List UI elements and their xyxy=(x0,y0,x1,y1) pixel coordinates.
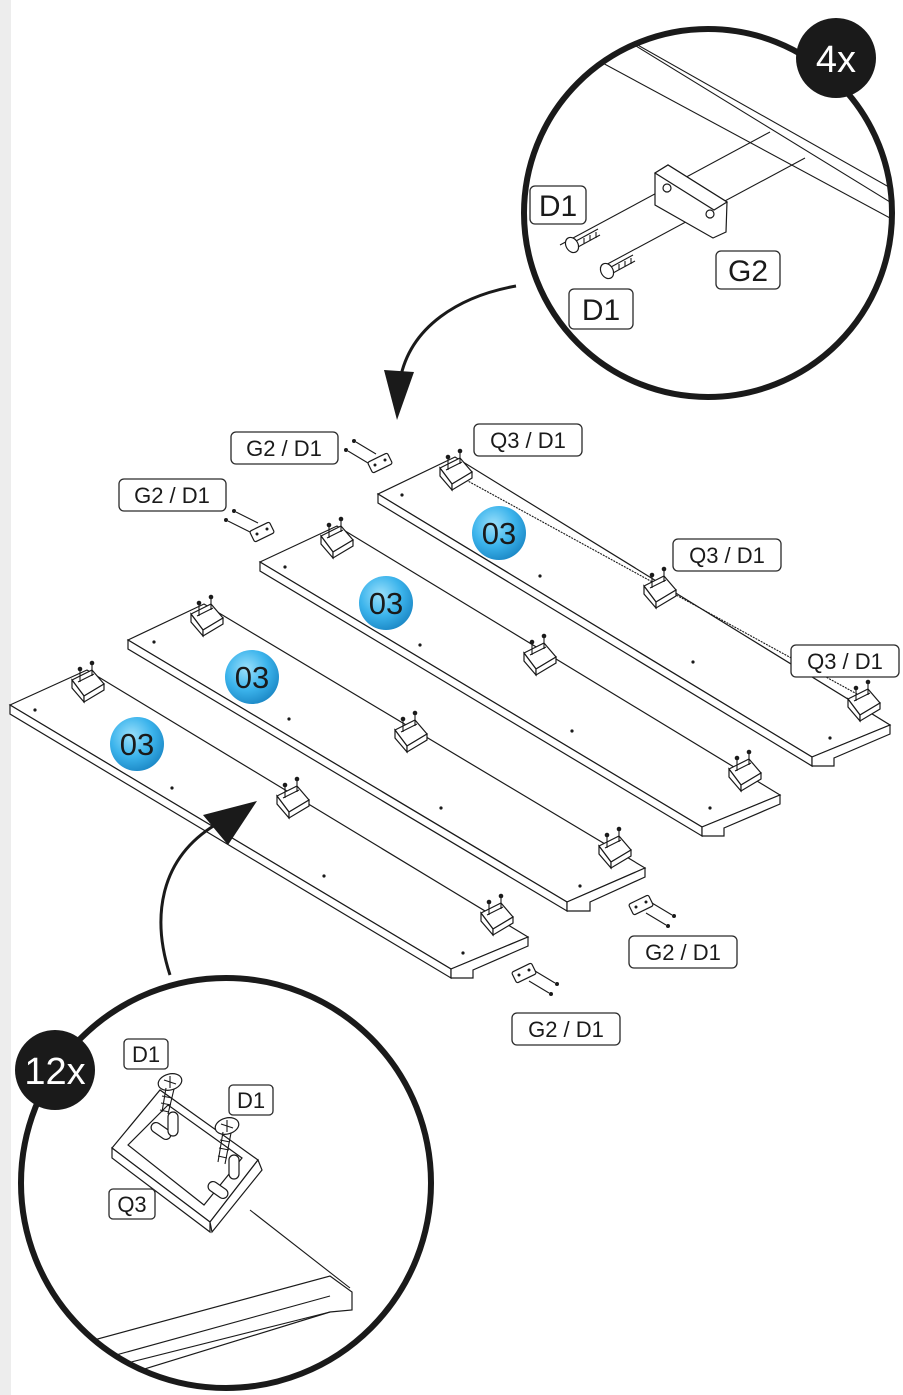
callout-g2-d1: G2 / D1 xyxy=(230,431,339,465)
connector-plate-icon xyxy=(510,962,559,996)
svg-text:Q3 / D1: Q3 / D1 xyxy=(490,428,566,453)
connector-plate-icon xyxy=(224,509,276,543)
zoom-detail-top: 4x D1 D1 G2 xyxy=(521,18,895,400)
callout-q3-d1: Q3 / D1 xyxy=(790,644,900,678)
panel-number-label: 03 xyxy=(235,660,269,695)
callout-q3-d1: Q3 / D1 xyxy=(473,423,583,457)
part-label-d1: D1 xyxy=(228,1084,274,1116)
arrow-icon xyxy=(159,801,257,976)
callout-g2-d1: G2 / D1 xyxy=(118,478,227,512)
panel-number-bubble: 03 xyxy=(225,650,279,704)
panel-number-bubble: 03 xyxy=(359,576,413,630)
callout-g2-d1: G2 / D1 xyxy=(511,1012,621,1046)
bracket-icon xyxy=(111,1089,263,1234)
part-label-d1: D1 xyxy=(529,185,587,225)
connector-plate-icon xyxy=(653,164,729,239)
svg-text:G2 / D1: G2 / D1 xyxy=(134,483,210,508)
connector-plate-icon xyxy=(627,894,676,928)
svg-text:G2: G2 xyxy=(728,255,768,288)
quantity-badge: 12x xyxy=(15,1030,95,1110)
svg-text:G2 / D1: G2 / D1 xyxy=(528,1017,604,1042)
svg-text:D1: D1 xyxy=(237,1088,265,1113)
part-label-g2: G2 xyxy=(715,250,781,290)
svg-text:12x: 12x xyxy=(24,1051,85,1093)
svg-text:G2 / D1: G2 / D1 xyxy=(645,940,721,965)
svg-text:Q3 / D1: Q3 / D1 xyxy=(807,649,883,674)
screw-icon xyxy=(599,254,636,280)
callout-q3-d1: Q3 / D1 xyxy=(672,538,782,572)
part-label-d1: D1 xyxy=(123,1038,169,1070)
connector-plate-icon xyxy=(344,439,394,474)
panel-number-bubble: 03 xyxy=(472,506,526,560)
panel-number-bubble: 03 xyxy=(110,717,164,771)
screw-icon xyxy=(214,1117,240,1165)
svg-text:D1: D1 xyxy=(539,190,577,223)
part-label-q3: Q3 xyxy=(108,1188,156,1220)
panel-number-label: 03 xyxy=(482,516,516,551)
panel-number-label: 03 xyxy=(369,586,403,621)
arrow-icon xyxy=(384,284,517,420)
svg-text:Q3: Q3 xyxy=(117,1192,146,1217)
page-margin xyxy=(0,0,11,1395)
quantity-badge: 4x xyxy=(796,18,876,98)
svg-text:D1: D1 xyxy=(132,1042,160,1067)
panel-number-label: 03 xyxy=(120,727,154,762)
svg-text:Q3 / D1: Q3 / D1 xyxy=(689,543,765,568)
zoom-detail-bottom: 12x D1 D1 Q3 xyxy=(15,975,434,1391)
svg-text:4x: 4x xyxy=(816,39,856,81)
screw-icon xyxy=(564,228,601,254)
screw-icon xyxy=(157,1073,183,1115)
part-label-d1: D1 xyxy=(568,288,634,330)
svg-text:G2 / D1: G2 / D1 xyxy=(246,436,322,461)
svg-text:D1: D1 xyxy=(582,294,620,327)
callout-g2-d1: G2 / D1 xyxy=(628,935,738,969)
